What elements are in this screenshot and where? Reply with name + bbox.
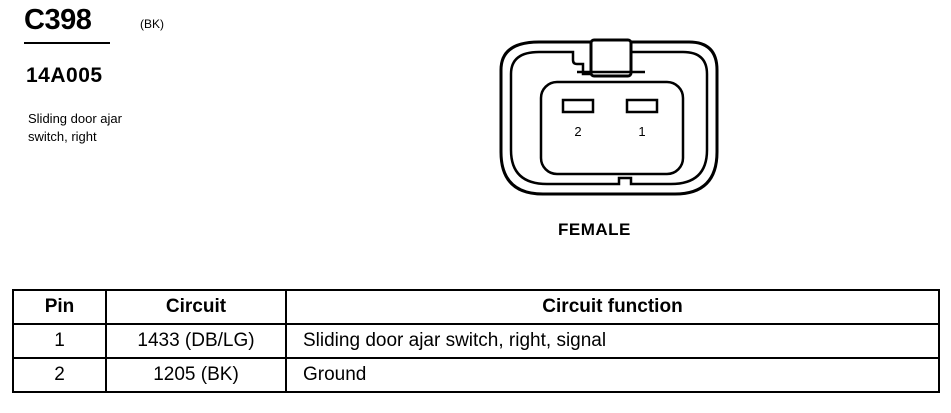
pin-table: Pin Circuit Circuit function 1 1433 (DB/… <box>12 289 940 393</box>
pin-1-terminal <box>625 98 659 114</box>
header-circuit: Circuit <box>105 289 287 325</box>
title-underline <box>24 42 110 44</box>
cell-circuit-function: Sliding door ajar switch, right, signal <box>285 323 940 359</box>
header-pin: Pin <box>12 289 107 325</box>
cell-pin: 2 <box>12 357 107 393</box>
connector-inner-housing <box>509 50 709 186</box>
pin-2-terminal <box>561 98 595 114</box>
cell-pin: 1 <box>12 323 107 359</box>
part-number: 14A005 <box>26 64 103 87</box>
table-row: 1 1433 (DB/LG) Sliding door ajar switch,… <box>12 323 940 359</box>
pin-1-label: 1 <box>638 124 645 139</box>
cell-circuit: 1433 (DB/LG) <box>105 323 287 359</box>
connector-face-diagram: 2 1 <box>499 38 719 196</box>
connector-latch <box>589 38 633 78</box>
description-line-2: switch, right <box>28 129 97 144</box>
connector-id: C398 <box>24 4 92 36</box>
connector-color: (BK) <box>140 17 164 31</box>
connector-gender-label: FEMALE <box>558 220 631 239</box>
header-circuit-function: Circuit function <box>285 289 940 325</box>
cell-circuit: 1205 (BK) <box>105 357 287 393</box>
table-header-row: Pin Circuit Circuit function <box>12 289 940 325</box>
connector-outer-housing <box>499 40 719 196</box>
connector-description: Sliding door ajar switch, right <box>28 110 122 146</box>
pin-cavity-area <box>539 80 685 176</box>
table-row: 2 1205 (BK) Ground <box>12 357 940 393</box>
cell-circuit-function: Ground <box>285 357 940 393</box>
description-line-1: Sliding door ajar <box>28 111 122 126</box>
pin-2-label: 2 <box>574 124 581 139</box>
